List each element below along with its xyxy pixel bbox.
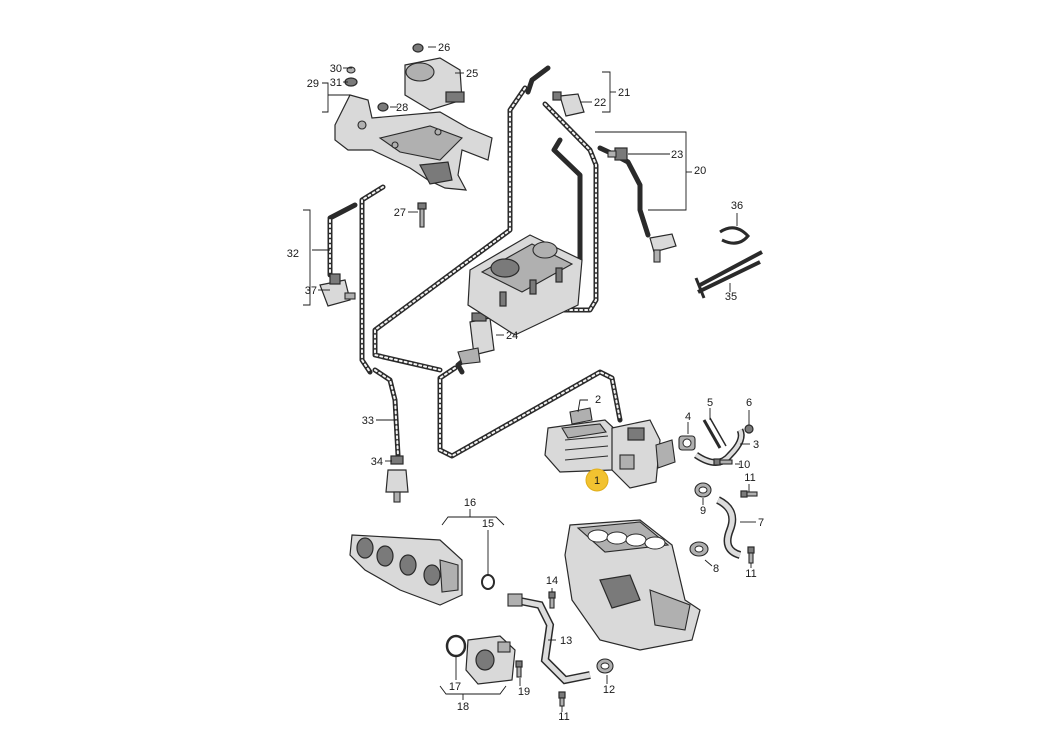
connector-20 [649,233,677,263]
callout-37[interactable]: 37 [305,285,317,297]
callout-4[interactable]: 4 [685,411,691,423]
gasket-4 [678,435,696,451]
callout-32[interactable]: 32 [287,248,299,260]
cylinder-head-cover [467,234,583,336]
clamp-9 [694,482,712,498]
egr-cooler-module-1 [544,407,676,489]
pipe-13 [507,593,591,685]
sensor-23 [607,147,628,161]
callout-10[interactable]: 10 [738,459,750,471]
callout-24[interactable]: 24 [506,330,518,342]
callout-21[interactable]: 21 [618,87,630,99]
nut-26 [412,43,424,53]
gasket-5 [702,417,727,449]
callout-15[interactable]: 15 [482,518,494,530]
callout-11-upper[interactable]: 11 [744,472,755,484]
callout-31[interactable]: 31 [330,77,342,89]
callout-36[interactable]: 36 [731,200,743,212]
filter-34 [385,455,409,503]
pressure-converter-25 [404,57,465,111]
valve-24 [457,312,495,365]
callout-18[interactable]: 18 [457,701,469,713]
pipe-7 [716,496,742,559]
throttle-valve-18 [465,635,516,685]
callout-29[interactable]: 29 [307,78,319,90]
bolt-10 [713,458,733,466]
callout-26[interactable]: 26 [438,42,450,54]
callout-33[interactable]: 33 [362,415,374,427]
callout-25[interactable]: 25 [466,68,478,80]
callout-34[interactable]: 34 [371,456,383,468]
callout-1[interactable]: 1 [594,475,600,487]
callout-7[interactable]: 7 [758,517,764,529]
callout-19[interactable]: 19 [518,686,530,698]
leader-lines [303,46,756,712]
hose-clip-36 [719,226,750,245]
callout-16[interactable]: 16 [464,497,476,509]
o-ring-15 [481,574,495,590]
rubber-mount-31 [344,66,358,87]
callout-14[interactable]: 14 [546,575,558,587]
callout-3[interactable]: 3 [753,439,759,451]
callout-30[interactable]: 30 [330,63,342,75]
bolt-14 [548,591,556,609]
gasket-8 [689,541,709,557]
filter-22 [552,91,585,117]
engine-block [564,519,701,651]
seal-17 [445,634,467,658]
callout-8[interactable]: 8 [713,563,719,575]
callout-11-lower[interactable]: 11 [558,711,569,723]
callout-22[interactable]: 22 [594,97,606,109]
callout-11-mid[interactable]: 11 [745,568,756,580]
intake-manifold-16 [349,534,463,606]
callout-9[interactable]: 9 [700,505,706,517]
callout-6[interactable]: 6 [746,397,752,409]
callout-12[interactable]: 12 [603,684,615,696]
callout-20[interactable]: 20 [694,165,706,177]
nut-6 [744,424,754,434]
callout-labels: 1 2 3 4 5 6 7 8 9 10 11 11 11 12 13 14 1… [287,42,764,723]
gasket-12 [596,658,614,674]
valve-37 [319,273,356,307]
callout-2[interactable]: 2 [595,394,601,406]
callout-17[interactable]: 17 [449,681,461,693]
callout-27[interactable]: 27 [394,207,406,219]
cable-tie-35 [694,250,763,299]
callout-5[interactable]: 5 [707,397,713,409]
bolt-19 [515,660,523,678]
highlight-marker-1[interactable] [585,468,609,492]
callout-13[interactable]: 13 [560,635,572,647]
pipe-3 [694,428,745,466]
bolt-27 [417,202,427,228]
callout-28[interactable]: 28 [396,102,408,114]
mounting-bracket [334,94,493,191]
bolt-11-upper [740,490,758,498]
callout-23[interactable]: 23 [671,149,683,161]
bolt-11-lower [558,691,566,707]
callout-35[interactable]: 35 [725,291,737,303]
bolt-11-mid [747,546,755,564]
nut-28 [377,102,389,112]
